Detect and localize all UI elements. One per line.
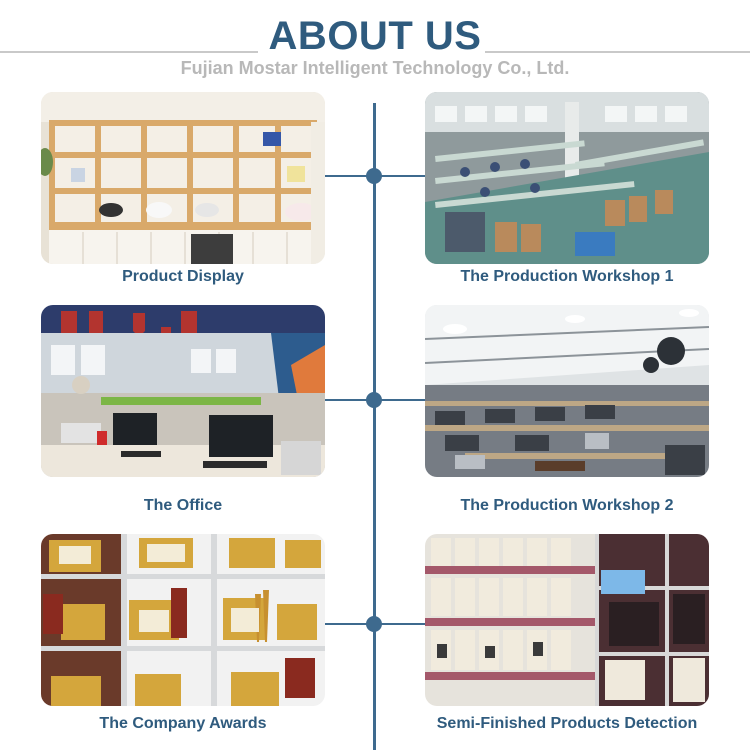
caption-production-workshop-2: The Production Workshop 2 (460, 497, 674, 514)
office-photo (41, 305, 325, 477)
caption-production-workshop-1: The Production Workshop 1 (460, 268, 674, 285)
production-workshop-1-photo (425, 92, 709, 264)
production-workshop-2-illustration (425, 305, 709, 477)
caption-product-display: Product Display (122, 268, 244, 285)
page-title: ABOUT US (268, 14, 482, 58)
caption-company-awards: The Company Awards (99, 715, 267, 732)
caption-semi-finished-products-detection: Semi-Finished Products Detection (436, 715, 698, 732)
company-awards-photo (41, 534, 325, 706)
product-display-photo (41, 92, 325, 264)
caption-office: The Office (143, 497, 223, 514)
company-awards-illustration (41, 534, 325, 706)
timeline-node-3 (366, 616, 382, 632)
office-illustration (41, 305, 325, 477)
title-rule-right (485, 51, 750, 53)
semi-finished-products-detection-photo (425, 534, 709, 706)
production-workshop-1-illustration (425, 92, 709, 264)
production-workshop-2-photo (425, 305, 709, 477)
company-name: Fujian Mostar Intelligent Technology Co.… (180, 58, 570, 78)
title-rule-left (0, 51, 258, 53)
product-display-illustration (41, 92, 325, 264)
timeline-node-2 (366, 392, 382, 408)
timeline-spine (373, 103, 376, 750)
header: ABOUT US Fujian Mostar Intelligent Techn… (0, 0, 750, 90)
semi-finished-products-detection-illustration (425, 534, 709, 706)
timeline-node-1 (366, 168, 382, 184)
